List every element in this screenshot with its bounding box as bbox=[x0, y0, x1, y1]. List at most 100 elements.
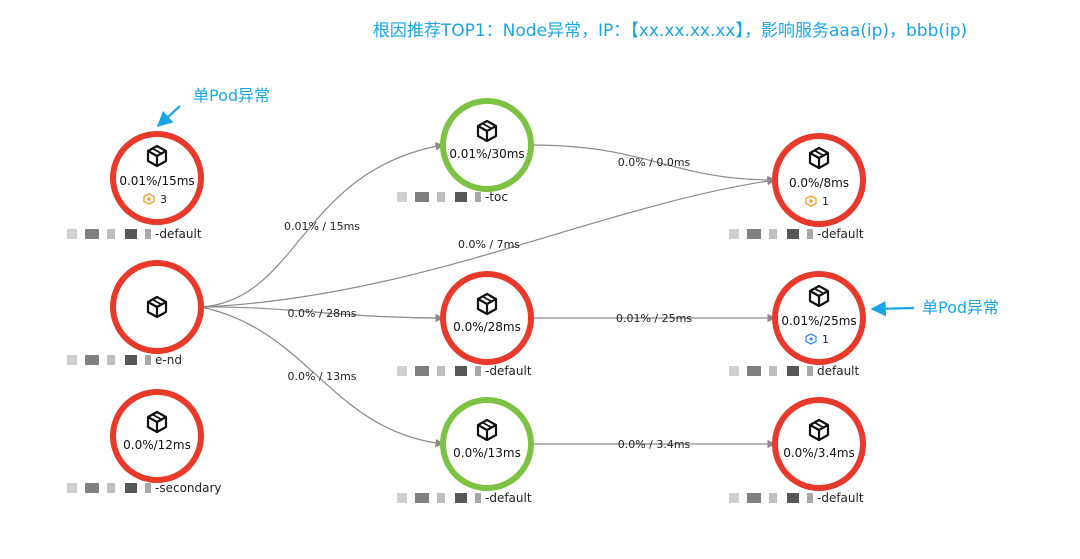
redacted-name-block bbox=[787, 493, 799, 503]
redacted-name-block bbox=[85, 355, 99, 365]
node-status-ring[interactable] bbox=[440, 397, 534, 491]
node-name: -default bbox=[67, 227, 202, 241]
redacted-name-block bbox=[475, 366, 481, 376]
redacted-name-block bbox=[787, 366, 799, 376]
node-status-ring[interactable] bbox=[440, 98, 534, 192]
service-node-n2[interactable]: e-nd bbox=[67, 260, 204, 367]
redacted-name-block bbox=[769, 229, 777, 239]
edge-line[interactable] bbox=[200, 306, 444, 323]
edge-label: 0.01% / 15ms bbox=[284, 220, 360, 233]
redacted-name-block bbox=[747, 366, 761, 376]
node-status-ring[interactable] bbox=[772, 133, 866, 227]
redacted-name-block bbox=[397, 493, 407, 503]
node-status-ring[interactable] bbox=[772, 271, 866, 365]
edge-n2-n7[interactable]: 0.0% / 7ms bbox=[200, 176, 776, 308]
edge-n4-n7[interactable]: 0.0% / 0.0ms bbox=[530, 144, 776, 185]
callout-arrow bbox=[156, 105, 181, 128]
callout-arrow bbox=[870, 300, 915, 317]
edge-n5-n8[interactable]: 0.01% / 25ms bbox=[531, 312, 776, 325]
edge-line[interactable] bbox=[200, 176, 776, 308]
pod-warning-icon bbox=[143, 193, 155, 205]
redacted-name-block bbox=[67, 355, 77, 365]
edge-label: 0.0% / 28ms bbox=[287, 307, 356, 320]
node-pod-count: 1 bbox=[822, 195, 829, 208]
redacted-name-block bbox=[85, 483, 99, 493]
node-name-suffix: -secondary bbox=[155, 481, 222, 495]
edge-n2-n4[interactable]: 0.01% / 15ms bbox=[200, 142, 444, 308]
node-pod-count: 3 bbox=[160, 193, 167, 206]
node-name: -default bbox=[397, 364, 532, 378]
node-metric: 0.0%/13ms bbox=[453, 446, 521, 460]
node-metric: 0.0%/28ms bbox=[453, 320, 521, 334]
node-name: -default bbox=[729, 227, 864, 241]
redacted-name-block bbox=[455, 192, 467, 202]
service-cube-icon bbox=[476, 292, 498, 316]
edge-line[interactable] bbox=[530, 144, 776, 185]
service-cube-icon bbox=[146, 144, 168, 168]
service-node-n8[interactable]: 0.01%/25ms 1 default bbox=[729, 271, 866, 378]
redacted-name-block bbox=[397, 366, 407, 376]
redacted-name-block bbox=[145, 355, 151, 365]
redacted-name-block bbox=[85, 229, 99, 239]
edge-line[interactable] bbox=[200, 306, 444, 448]
redacted-name-block bbox=[807, 366, 813, 376]
redacted-name-block bbox=[729, 366, 739, 376]
nodes-layer: 0.01%/15ms3-defaulte-nd0.0%/12ms-seconda… bbox=[67, 98, 866, 505]
node-name-suffix: -default bbox=[155, 227, 202, 241]
pod-info-icon bbox=[805, 333, 817, 345]
redacted-name-block bbox=[455, 366, 467, 376]
redacted-name-block bbox=[437, 192, 445, 202]
redacted-name-block bbox=[455, 493, 467, 503]
node-metric: 0.0%/12ms bbox=[123, 438, 191, 452]
callout-label: 单Pod异常 bbox=[922, 298, 999, 317]
node-name-suffix: -default bbox=[817, 227, 864, 241]
edge-label: 0.0% / 0.0ms bbox=[618, 156, 691, 169]
redacted-name-block bbox=[437, 493, 445, 503]
node-pod-count: 1 bbox=[822, 333, 829, 346]
redacted-name-block bbox=[107, 229, 115, 239]
node-status-ring[interactable] bbox=[440, 271, 534, 365]
redacted-name-block bbox=[415, 192, 429, 202]
service-cube-icon bbox=[476, 119, 498, 143]
node-name-suffix: -toc bbox=[485, 190, 508, 204]
redacted-name-block bbox=[747, 229, 761, 239]
service-node-n6[interactable]: 0.0%/13ms -default bbox=[397, 397, 534, 505]
service-node-n3[interactable]: 0.0%/12ms -secondary bbox=[67, 389, 222, 495]
callout-single-pod-right: 单Pod异常 bbox=[870, 298, 999, 317]
node-name: -default bbox=[729, 491, 864, 505]
redacted-name-block bbox=[125, 229, 137, 239]
node-metric: 0.01%/25ms bbox=[781, 314, 856, 328]
service-node-n4[interactable]: 0.01%/30ms-toc bbox=[397, 98, 534, 204]
edge-n6-n9[interactable]: 0.0% / 3.4ms bbox=[531, 438, 776, 451]
service-node-n5[interactable]: 0.0%/28ms -default bbox=[397, 271, 534, 378]
redacted-name-block bbox=[125, 483, 137, 493]
node-status-ring[interactable] bbox=[110, 131, 204, 225]
edge-line[interactable] bbox=[200, 142, 444, 308]
node-name: -default bbox=[397, 491, 532, 505]
redacted-name-block bbox=[769, 493, 777, 503]
callout-single-pod-top-left: 单Pod异常 bbox=[156, 86, 270, 128]
edge-n2-n5[interactable]: 0.0% / 28ms bbox=[200, 306, 444, 323]
node-status-ring[interactable] bbox=[110, 389, 204, 483]
node-name-suffix: -default bbox=[485, 364, 532, 378]
redacted-name-block bbox=[807, 493, 813, 503]
node-status-ring[interactable] bbox=[772, 397, 866, 491]
redacted-name-block bbox=[415, 493, 429, 503]
edge-n2-n6[interactable]: 0.0% / 13ms bbox=[200, 306, 444, 448]
redacted-name-block bbox=[769, 366, 777, 376]
pod-warning-icon bbox=[805, 195, 817, 207]
redacted-name-block bbox=[807, 229, 813, 239]
redacted-name-block bbox=[475, 192, 481, 202]
redacted-name-block bbox=[67, 229, 77, 239]
edge-label: 0.01% / 25ms bbox=[616, 312, 692, 325]
service-cube-icon bbox=[476, 418, 498, 442]
node-name-suffix: -default bbox=[817, 491, 864, 505]
callout-label: 单Pod异常 bbox=[193, 86, 270, 105]
service-node-n9[interactable]: 0.0%/3.4ms-default bbox=[729, 397, 866, 505]
node-name-suffix: default bbox=[817, 364, 860, 378]
redacted-name-block bbox=[145, 229, 151, 239]
redacted-name-block bbox=[475, 493, 481, 503]
